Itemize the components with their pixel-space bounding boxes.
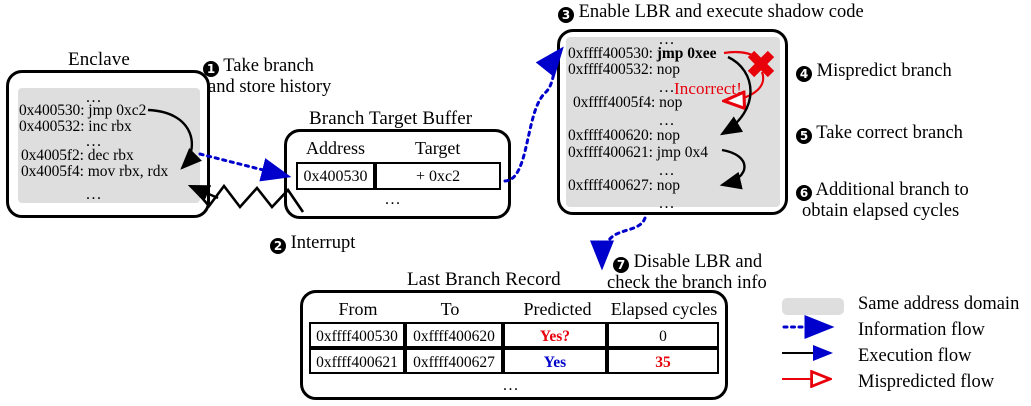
shadow-line-6-ins: nop (656, 127, 680, 144)
enclave-line-2-addr: 0x400532: (19, 118, 85, 135)
enclave-line-4-ins: dec rbx (87, 147, 134, 164)
step-1-badge: 1 (203, 61, 219, 77)
lbr-column-elapsed: Elapsed cycles (610, 299, 718, 319)
step-6-label: 6 Additional branch to obtain elapsed cy… (796, 180, 969, 221)
enclave-line-1-ins: jmp 0xc2 (88, 102, 147, 119)
lbr-row-2-from: 0xffff400621 (309, 348, 405, 374)
step-2-badge: 2 (270, 238, 286, 254)
shadow-line-2-addr: 0xffff400532: (568, 61, 653, 78)
enclave-ellipsis-top: ... (86, 89, 103, 106)
step-5-label: 5 Take correct branch (796, 123, 963, 144)
shadow-line-1-ins: jmp 0xee (657, 45, 717, 62)
enclave-ellipsis-mid: ... (86, 133, 103, 150)
step-6-line2: obtain elapsed cycles (802, 201, 960, 221)
shadow-ellipsis-3: ... (659, 79, 676, 96)
lbr-row-1-from: 0xffff400530 (309, 322, 405, 348)
step-3-line1: Enable LBR and execute shadow code (578, 2, 864, 22)
lbr-ellipsis: ... (503, 377, 520, 394)
step-4-label: 4 Mispredict branch (796, 61, 952, 82)
btb-cell-address: 0x400530 (296, 162, 375, 190)
shadow-line-2-ins: nop (656, 61, 680, 78)
enclave-title: Enclave (68, 49, 130, 70)
info-flow-btb-to-shadow (503, 46, 564, 183)
lbr-row-1-to: 0xffff400620 (405, 322, 503, 348)
lbr-column-from: From (338, 299, 378, 319)
step-1-label: 1 Take branch and store history (203, 56, 331, 97)
shadow-line-9-addr: 0xffff400627: (568, 177, 653, 194)
btb-column-address: Address (306, 138, 365, 158)
incorrect-label: Incorrect! (674, 79, 743, 98)
shadow-line-7-ins: jmp 0x4 (656, 144, 708, 161)
step-2-line1: Interrupt (290, 233, 356, 253)
shadow-ellipsis-5: ... (659, 112, 676, 129)
lbr-title: Last Branch Record (407, 269, 561, 290)
enclave-line-4: 0x4005f2: dec rbx (21, 148, 134, 164)
step-3-badge: 3 (558, 7, 574, 23)
enclave-line-5-ins: mov rbx, rdx (87, 163, 169, 180)
shadow-ellipsis-10: ... (659, 195, 676, 212)
shadow-line-9-ins: nop (656, 177, 680, 194)
step-7-badge: 7 (613, 257, 629, 273)
lbr-row-2-predicted: Yes (503, 348, 607, 374)
shadow-line-4: 0xffff4005f4: nop (573, 95, 682, 111)
shadow-line-6-addr: 0xffff400620: (568, 127, 653, 144)
shadow-line-4-addr: 0xffff4005f4: (573, 94, 656, 111)
btb-column-target: Target (415, 138, 461, 158)
lbr-row-1-cycles: 0 (607, 322, 719, 348)
step-5-line1: Take correct branch (816, 123, 963, 143)
step-7-line1: Disable LBR and (633, 252, 763, 272)
step-4-line1: Mispredict branch (816, 61, 952, 81)
lbr-row-2-cycles: 35 (607, 348, 719, 374)
shadow-ellipsis-8: ... (659, 162, 676, 179)
step-1-line1: Take branch (223, 56, 314, 76)
shadow-line-7-addr: 0xffff400621: (568, 144, 653, 161)
shadow-line-7: 0xffff400621: jmp 0x4 (568, 145, 708, 161)
step-5-badge: 5 (796, 128, 812, 144)
enclave-line-5: 0x4005f4: mov rbx, rdx (21, 164, 168, 180)
legend-label-execution-flow: Execution flow (858, 346, 972, 366)
legend-label-information-flow: Information flow (858, 320, 985, 340)
btb-ellipsis: ... (385, 191, 402, 208)
step-7-line2: check the branch info (607, 273, 767, 293)
lbr-row-2-to: 0xffff400627 (405, 348, 503, 374)
enclave-line-4-addr: 0x4005f2: (21, 147, 84, 164)
shadow-line-1-addr: 0xffff400530: (568, 45, 653, 62)
enclave-ellipsis-bot: ... (86, 186, 103, 203)
shadow-line-2: 0xffff400532: nop (568, 62, 680, 78)
enclave-line-1-addr: 0x400530: (19, 102, 85, 119)
enclave-line-1: 0x400530: jmp 0xc2 (19, 103, 146, 119)
legend-label-same-address-domain: Same address domain (858, 294, 1020, 314)
step-7-label: 7 Disable LBR and check the branch info (607, 252, 767, 293)
shadow-line-9: 0xffff400627: nop (568, 178, 680, 194)
step-2-label: 2 Interrupt (270, 233, 355, 254)
step-1-line2: and store history (208, 77, 332, 97)
btb-cell-target: + 0xc2 (375, 162, 501, 190)
step-6-line1: Additional branch to (815, 180, 969, 200)
enclave-line-2: 0x400532: inc rbx (19, 119, 132, 135)
shadow-line-1-ins-text: jmp 0xee (656, 45, 717, 62)
enclave-line-5-addr: 0x4005f4: (21, 163, 84, 180)
step-6-badge: 6 (796, 185, 812, 201)
lbr-column-to: To (440, 299, 460, 319)
lbr-row-1-predicted: Yes? (503, 322, 607, 348)
shadow-line-6: 0xffff400620: nop (568, 128, 680, 144)
lbr-column-predicted: Predicted (523, 299, 592, 319)
shadow-line-4-ins: nop (659, 94, 683, 111)
shadow-ellipsis-0: ... (659, 31, 676, 48)
btb-title: Branch Target Buffer (309, 108, 473, 129)
info-flow-enclave-to-btb (198, 152, 292, 182)
shadow-line-1: 0xffff400530: jmp 0xee (568, 46, 717, 62)
step-3-label: 3 Enable LBR and execute shadow code (558, 2, 864, 23)
legend-label-mispredicted-flow: Mispredicted flow (858, 372, 995, 392)
step-4-badge: 4 (796, 66, 812, 82)
enclave-line-2-ins: inc rbx (88, 118, 132, 135)
legend-swatch-same-address-domain (782, 298, 844, 315)
